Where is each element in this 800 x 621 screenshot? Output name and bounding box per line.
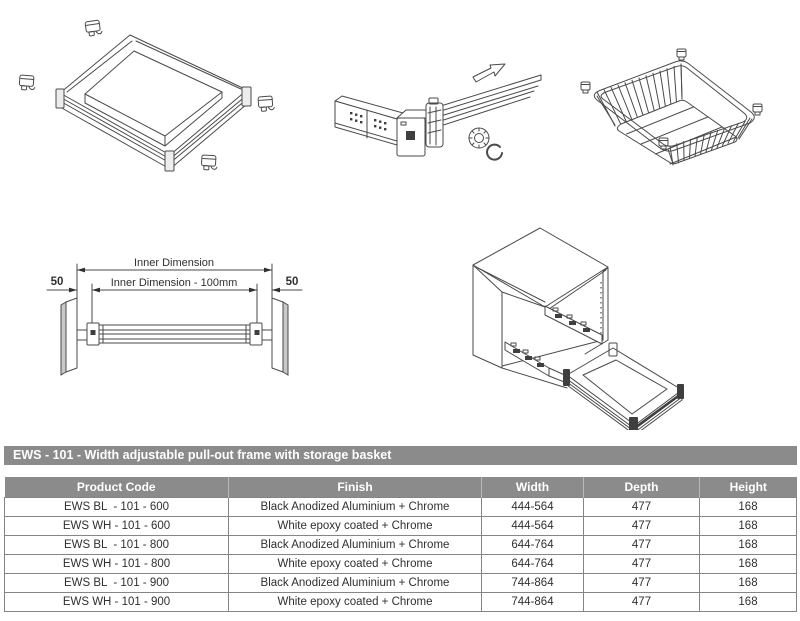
- storage-basket-diagram: [580, 48, 763, 166]
- cell-finish: Black Anodized Aluminium + Chrome: [228, 497, 482, 517]
- rail-holes: [350, 112, 387, 131]
- pullout-frame: [563, 342, 684, 430]
- cell-finish: White epoxy coated + Chrome: [228, 592, 482, 612]
- table-row: EWS WH - 101 - 600 White epoxy coated + …: [4, 516, 797, 536]
- pull-direction-arrow-icon: [472, 63, 506, 83]
- table-row: EWS BL - 101 - 600 Black Anodized Alumin…: [4, 497, 797, 517]
- column-header-product-code: Product Code: [4, 477, 229, 498]
- dimension-label-right-offset: 50: [286, 276, 299, 288]
- table-row: EWS BL - 101 - 900 Black Anodized Alumin…: [4, 573, 797, 593]
- cell-finish: White epoxy coated + Chrome: [228, 516, 482, 536]
- c-clip-icon: [486, 143, 503, 161]
- basket-base-wires: [626, 106, 737, 165]
- product-spec-table: Product Code Finish Width Depth Height E…: [4, 477, 797, 612]
- cell-finish: Black Anodized Aluminium + Chrome: [228, 573, 482, 593]
- cell-product-code: EWS BL - 101 - 800: [4, 535, 229, 555]
- adjustment-cam-icon: [468, 127, 490, 149]
- cabinet-rail-right: [544, 305, 603, 345]
- cell-height: 168: [699, 497, 797, 517]
- cell-product-code: EWS WH - 101 - 600: [4, 516, 229, 536]
- cell-product-code: EWS BL - 101 - 600: [4, 497, 229, 517]
- dimension-label-inner: Inner Dimension - 100mm: [111, 277, 238, 289]
- cell-product-code: EWS WH - 101 - 900: [4, 592, 229, 612]
- rail-mechanism-diagram: [334, 63, 542, 161]
- cell-height: 168: [699, 573, 797, 593]
- cell-product-code: EWS BL - 101 - 900: [4, 573, 229, 593]
- cell-width: 744-864: [481, 573, 584, 593]
- cell-width: 744-864: [481, 592, 584, 612]
- basket-rear-wires: [596, 63, 683, 127]
- column-header-depth: Depth: [583, 477, 700, 498]
- cell-depth: 477: [583, 516, 700, 536]
- column-header-width: Width: [481, 477, 584, 498]
- cell-depth: 477: [583, 554, 700, 574]
- cell-depth: 477: [583, 535, 700, 555]
- frame-assembly-diagram: [18, 19, 275, 172]
- table-header-row: Product Code Finish Width Depth Height: [4, 477, 797, 498]
- section-title-bar: EWS - 101 - Width adjustable pull-out fr…: [4, 446, 797, 465]
- section-title: EWS - 101 - Width adjustable pull-out fr…: [13, 448, 392, 462]
- column-header-height: Height: [699, 477, 797, 498]
- cell-finish: White epoxy coated + Chrome: [228, 554, 482, 574]
- cell-height: 168: [699, 592, 797, 612]
- width-dimension-diagram: Inner Dimension Inner Dimension - 100mm …: [46, 257, 303, 376]
- cell-product-code: EWS WH - 101 - 800: [4, 554, 229, 574]
- cell-depth: 477: [583, 592, 700, 612]
- cell-finish: Black Anodized Aluminium + Chrome: [228, 535, 482, 555]
- cell-width: 644-764: [481, 554, 584, 574]
- basket-front-wires: [669, 118, 753, 166]
- cell-depth: 477: [583, 573, 700, 593]
- column-header-finish: Finish: [228, 477, 482, 498]
- cell-width: 444-564: [481, 516, 584, 536]
- cabinet-installation-diagram: [472, 227, 684, 430]
- dimension-label-outer: Inner Dimension: [134, 257, 214, 269]
- cell-height: 168: [699, 554, 797, 574]
- cell-depth: 477: [583, 497, 700, 517]
- table-row: EWS WH - 101 - 800 White epoxy coated + …: [4, 554, 797, 574]
- cell-height: 168: [699, 516, 797, 536]
- table-row: EWS WH - 101 - 900 White epoxy coated + …: [4, 592, 797, 612]
- cell-width: 644-764: [481, 535, 584, 555]
- dimension-label-left-offset: 50: [51, 276, 64, 288]
- table-row: EWS BL - 101 - 800 Black Anodized Alumin…: [4, 535, 797, 555]
- cell-width: 444-564: [481, 497, 584, 517]
- cell-height: 168: [699, 535, 797, 555]
